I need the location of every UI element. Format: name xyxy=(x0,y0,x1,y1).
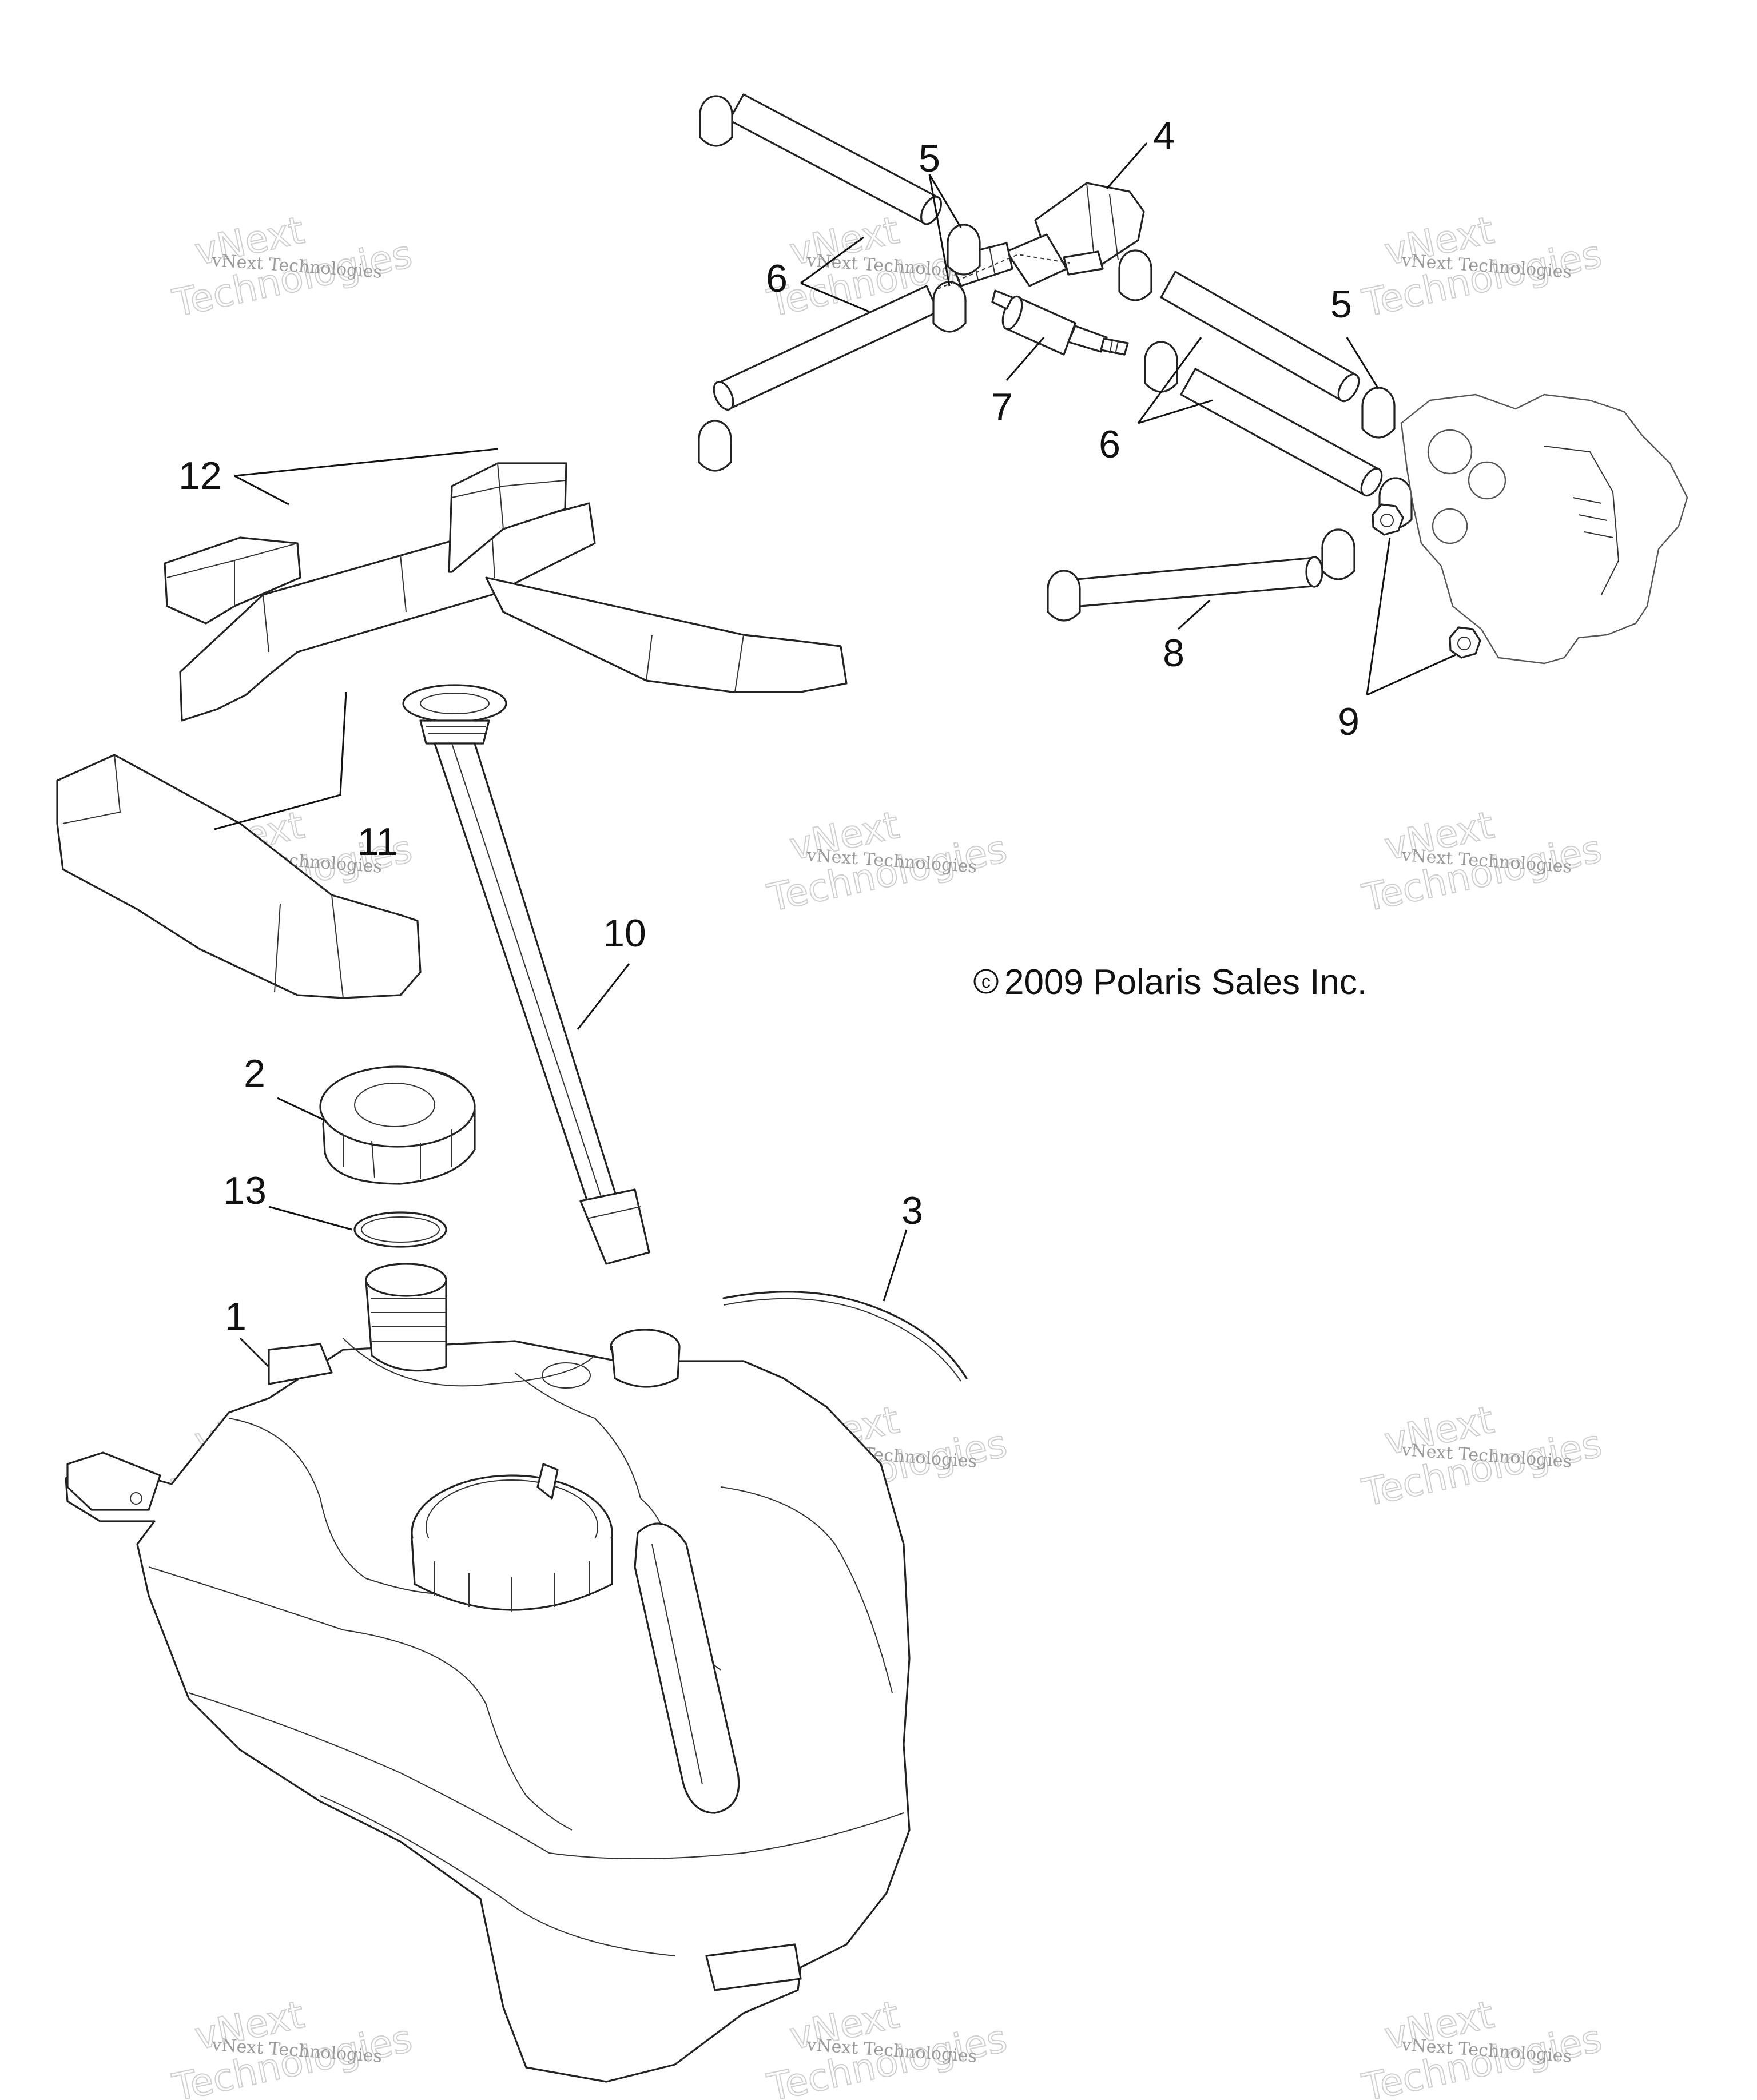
callout-4: 4 xyxy=(1153,114,1175,157)
callout-3: 3 xyxy=(901,1189,923,1232)
hose-clamps-part-5 xyxy=(698,95,1413,622)
copyright-notice: c 2009 Polaris Sales Inc. xyxy=(973,962,1367,1002)
throttle-body-outline xyxy=(1400,393,1688,665)
fuel-filter-part-7 xyxy=(991,289,1129,356)
callout-8: 8 xyxy=(1163,631,1184,675)
copyright-symbol: c xyxy=(981,971,991,992)
callout-10: 10 xyxy=(603,912,646,955)
o-ring-part-13 xyxy=(353,1211,447,1248)
callout-6-left: 6 xyxy=(766,257,788,300)
callout-5-left: 5 xyxy=(919,137,940,180)
callout-2: 2 xyxy=(244,1052,265,1095)
callout-13: 13 xyxy=(223,1169,267,1212)
callout-12: 12 xyxy=(178,454,222,498)
fuel-tank-part-1 xyxy=(65,1263,911,2083)
foam-pads-part-11-12 xyxy=(56,462,848,999)
copyright-text: 2009 Polaris Sales Inc. xyxy=(1004,962,1367,1002)
callout-5-right: 5 xyxy=(1330,283,1352,326)
callout-1: 1 xyxy=(225,1295,247,1338)
callout-7: 7 xyxy=(991,385,1013,429)
hoses-part-6 xyxy=(713,93,1383,497)
fuel-cap-part-2 xyxy=(319,1065,476,1185)
vent-line-part-3 xyxy=(722,1291,968,1379)
callout-11: 11 xyxy=(357,820,398,864)
hose-part-8 xyxy=(1063,556,1323,608)
callout-9: 9 xyxy=(1338,700,1360,743)
leader-lines xyxy=(214,142,1456,1368)
callout-6-right: 6 xyxy=(1099,423,1120,466)
fuel-sender-part-10 xyxy=(402,684,650,1265)
nuts-part-9 xyxy=(1372,503,1481,659)
callout-labels: 1 2 3 4 5 5 6 6 7 8 9 10 11 12 13 xyxy=(178,114,1360,1338)
